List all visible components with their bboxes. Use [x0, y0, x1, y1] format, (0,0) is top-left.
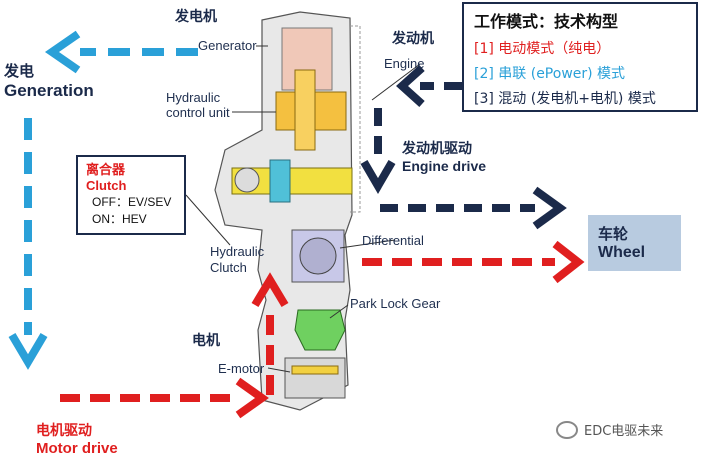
- engine-drive-label: 发动机驱动 Engine drive: [402, 138, 486, 174]
- clutch-cn: 离合器: [86, 163, 126, 178]
- clutch-box: 离合器 Clutch OFF：EV/SEV ON：HEV: [76, 155, 186, 235]
- mode-electric: [1] 电动模式（纯电）: [474, 41, 611, 57]
- watermark: EDC电驱未来: [556, 420, 663, 439]
- engine-drive-cn: 发动机驱动: [402, 141, 472, 157]
- clutch-en: Clutch: [86, 178, 127, 193]
- differential-label: Differential: [362, 233, 424, 248]
- engine-down-arrow: [360, 108, 396, 194]
- generator-label: Generator: [198, 38, 257, 53]
- wheel-en: Wheel: [598, 244, 646, 261]
- mode-box-title: 工作模式：技术构型: [474, 12, 619, 31]
- generator-cn-label: 发电机: [175, 9, 217, 25]
- mode-series: [2] 串联 (ePower) 模式: [474, 66, 626, 82]
- wheel-cn: 车轮: [598, 225, 629, 243]
- motor-drive-en: Motor drive: [36, 440, 118, 457]
- engine-cn-label: 发动机: [392, 31, 434, 47]
- wheel-box: 车轮 Wheel: [588, 215, 681, 271]
- motor-drive-cn: 电机驱动: [36, 423, 92, 439]
- wechat-icon: [556, 420, 578, 439]
- motor-to-wheel-arrow: [362, 240, 585, 284]
- motor-drive-arrow: [60, 377, 269, 419]
- hydraulic-control-label: Hydraulic control unit: [166, 90, 230, 120]
- emotor-label: E-motor: [218, 361, 265, 376]
- mode-hybrid: [3] 混动 (发电机+电机) 模式: [474, 91, 656, 107]
- motor-cn-label: 电机: [192, 333, 220, 349]
- park-lock-label: Park Lock Gear: [350, 296, 441, 311]
- motor-up-arrow: [251, 272, 289, 395]
- clutch-off: OFF：EV/SEV: [92, 195, 172, 209]
- generation-label: 发电 Generation: [4, 60, 94, 101]
- generation-arrow: [44, 30, 198, 74]
- motor-drive-label: 电机驱动 Motor drive: [36, 420, 118, 457]
- engine-label: Engine: [384, 56, 425, 71]
- generation-en: Generation: [4, 81, 94, 100]
- engine-input-arrow: [396, 65, 462, 107]
- clutch-on: ON：HEV: [92, 212, 147, 226]
- generation-down-arrow: [8, 118, 48, 370]
- watermark-text: EDC电驱未来: [584, 424, 664, 439]
- engine-drive-arrow: [380, 186, 567, 230]
- hydraulic-clutch-label: Hydraulic Clutch: [210, 244, 265, 275]
- generation-cn: 发电: [4, 62, 35, 80]
- engine-drive-en: Engine drive: [402, 158, 487, 174]
- operating-mode-box: 工作模式：技术构型 [1] 电动模式（纯电） [2] 串联 (ePower) 模…: [462, 2, 698, 112]
